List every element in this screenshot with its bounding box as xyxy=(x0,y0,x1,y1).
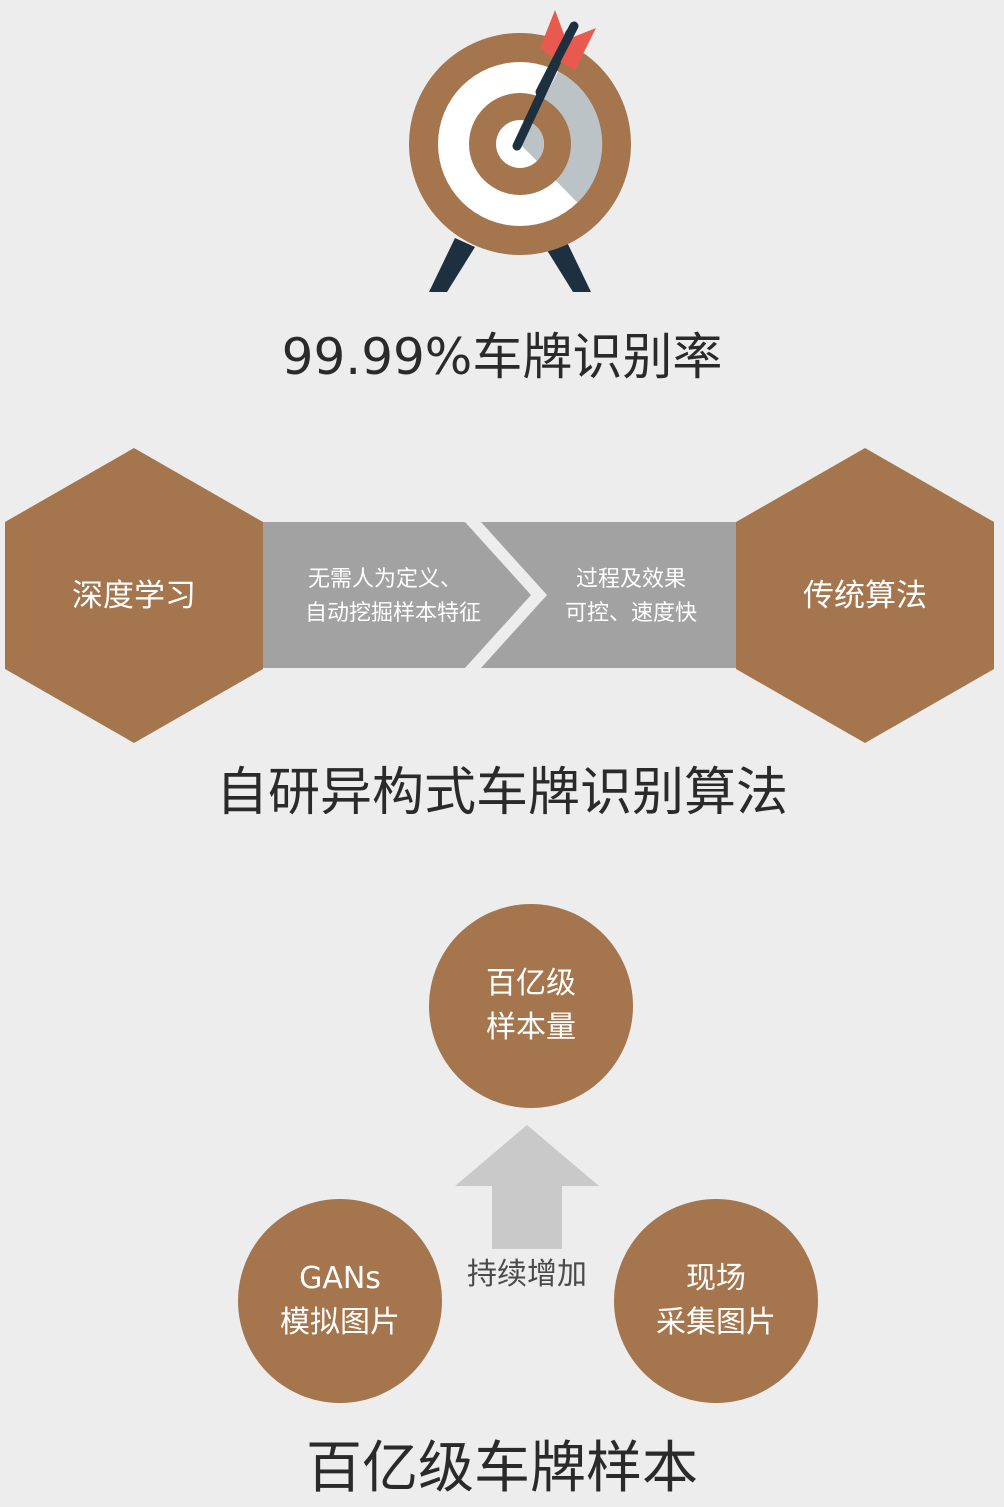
left-circle-line-2: 模拟图片 xyxy=(280,1305,400,1340)
target-center-shade xyxy=(520,122,544,161)
target-stand-left-leg xyxy=(429,238,475,292)
up-arrow-icon xyxy=(455,1125,599,1249)
algorithm-heading: 自研异构式车牌识别算法 xyxy=(215,763,788,823)
sample-heading: 百亿级车牌样本 xyxy=(306,1436,698,1501)
top-circle: 百亿级 样本量 xyxy=(429,904,633,1108)
right-circle: 现场 采集图片 xyxy=(614,1199,818,1403)
band-left-segment xyxy=(240,522,531,668)
target-stand-right-leg xyxy=(545,238,591,292)
right-hexagon xyxy=(736,448,994,743)
band-left-line-2: 自动挖掘样本特征 xyxy=(304,601,481,626)
algorithm-diagram xyxy=(5,448,994,743)
left-circle: GANs 模拟图片 xyxy=(238,1199,442,1403)
band-right-segment xyxy=(481,522,765,668)
band-right-line-2: 可控、速度快 xyxy=(564,601,697,626)
band-left-line-1: 无需人为定义、 xyxy=(307,567,462,592)
right-circle-line-2: 采集图片 xyxy=(656,1305,776,1340)
right-circle-line-1: 现场 xyxy=(686,1261,746,1296)
top-circle-line-2: 样本量 xyxy=(486,1010,576,1045)
top-circle-line-1: 百亿级 xyxy=(486,966,576,1001)
traditional-algorithm-label: 传统算法 xyxy=(803,578,927,614)
target-with-dart-icon xyxy=(409,10,631,292)
left-circle-line-1: GANs xyxy=(299,1261,381,1296)
continuous-increase-label: 持续增加 xyxy=(467,1257,587,1292)
band-right-line-1: 过程及效果 xyxy=(575,567,686,592)
deep-learning-label: 深度学习 xyxy=(72,578,196,614)
recognition-rate-heading: 99.99%车牌识别率 xyxy=(281,328,723,386)
dart-fletching-right xyxy=(560,28,596,70)
left-hexagon xyxy=(5,448,263,743)
